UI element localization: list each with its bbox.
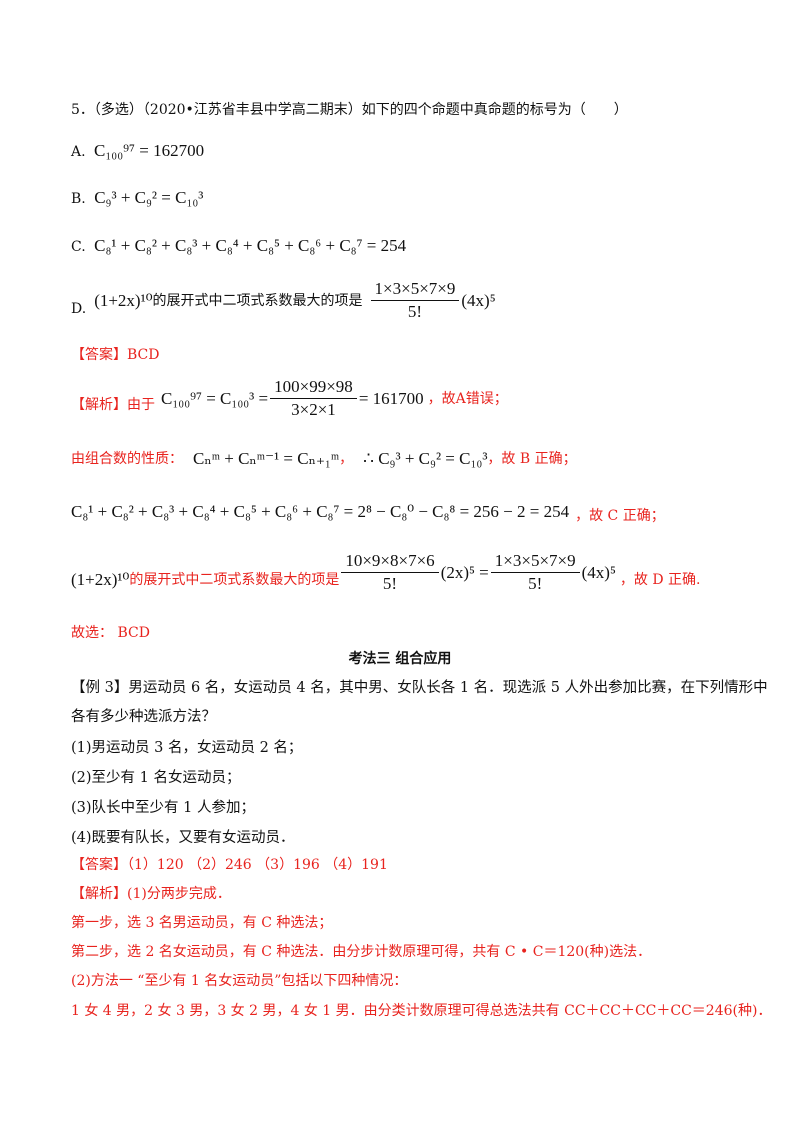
option-c: C. C₈¹ + C₈² + C₈³ + C₈⁴ + C₈⁵ + C₈⁶ + C… <box>71 230 406 256</box>
option-a-label: A. <box>71 144 86 160</box>
option-a-expression: C₁₀₀⁹⁷ = 162700 <box>94 141 205 160</box>
analysis-1-line-4-fraction-1: 10×9×8×7×6 5! <box>341 552 439 593</box>
option-b-label: B. <box>71 191 86 207</box>
option-d-denominator: 5! <box>407 302 423 321</box>
answer-1: 【答案】BCD <box>71 346 159 364</box>
answer-2-label: 【答案】 <box>71 857 127 873</box>
analysis-1-line-4-text: 的展开式中二项式系数最大的项是 <box>129 571 340 588</box>
option-a: A. C₁₀₀⁹⁷ = 162700 <box>71 135 204 161</box>
analysis-2-line-1: 【解析】(1)分两步完成． <box>71 885 231 903</box>
analysis-2-label: 【解析】 <box>71 886 127 902</box>
option-d-tail: (4x)⁵ <box>461 290 496 310</box>
answer-1-label: 【答案】 <box>71 347 127 363</box>
therefore-expr: ∴ C₉³ + C₉² = C₁₀³ <box>363 449 488 468</box>
analysis-1-result: = 161700 <box>358 388 424 408</box>
example-3-line-2: 各有多少种选派方法？ <box>71 709 216 725</box>
analysis-1-line-4-numerator-2: 1×3×5×7×9 <box>490 552 580 573</box>
analysis-2-step-intro: (1)分两步完成． <box>127 886 231 902</box>
option-c-label: C. <box>71 239 86 255</box>
answer-1-value: BCD <box>127 347 160 363</box>
analysis-2-line-4: (2)方法一 “至少有 1 名女运动员”包括以下四种情况： <box>71 973 408 989</box>
analysis-1-line-3-tail: ，故 C 正确； <box>575 508 665 524</box>
analysis-1-line-4-denominator-1: 5! <box>382 574 398 593</box>
option-b: B. C₉³ + C₉² = C₁₀³ <box>71 182 203 208</box>
option-d-prefix: (1+2x)¹⁰ <box>94 290 153 310</box>
option-d-text: 的展开式中二项式系数最大的项是 <box>152 292 363 309</box>
analysis-2-line-5: 1 女 4 男，2 女 3 男，3 女 2 男，4 女 1 男．由分类计数原理可… <box>71 1003 772 1019</box>
analysis-1-line-4-tail-expr: (4x)⁵ <box>581 562 616 582</box>
analysis-1-line-3: C₈¹ + C₈² + C₈³ + C₈⁴ + C₈⁵ + C₈⁶ + C₈⁷ … <box>71 499 665 525</box>
option-d-numerator: 1×3×5×7×9 <box>370 280 460 301</box>
analysis-1-line-2-tail: ，故 B 正确； <box>487 451 577 467</box>
option-b-expression: C₉³ + C₉² = C₁₀³ <box>94 188 204 207</box>
example-3-question-2: (2)至少有 1 名女运动员； <box>71 770 241 786</box>
analysis-1-denominator: 3×2×1 <box>291 400 336 419</box>
example-3-question-4: (4)既要有队长，又要有女运动员． <box>71 830 295 846</box>
analysis-1-line-4-mid: (2x)⁵ = <box>440 562 489 582</box>
analysis-2-line-3: 第二步，选 2 名女运动员，有 C 种选法．由分步计数原理可得，共有 C • C… <box>71 944 652 960</box>
final-choice: 故选： BCD <box>71 625 150 641</box>
analysis-1-line-4: (1+2x)¹⁰ 的展开式中二项式系数最大的项是 10×9×8×7×6 5! (… <box>71 552 700 593</box>
analysis-1-line-4-prefix: (1+2x)¹⁰ <box>71 569 130 589</box>
option-c-expression: C₈¹ + C₈² + C₈³ + C₈⁴ + C₈⁵ + C₈⁶ + C₈⁷ … <box>94 236 407 255</box>
analysis-2-line-2: 第一步，选 3 名男运动员，有 C 种选法； <box>71 915 333 931</box>
analysis-1-line-2: 由组合数的性质： Cₙᵐ + Cₙᵐ⁻¹ = Cₙ₊₁ᵐ ， ∴ C₉³ + C… <box>71 450 577 468</box>
option-d-label: D. <box>71 300 87 317</box>
analysis-1-line-4-denominator-2: 5! <box>528 574 543 593</box>
example-3-question-3: (3)队长中至少有 1 人参加； <box>71 800 255 816</box>
analysis-1-fraction: 100×99×98 3×2×1 <box>270 378 357 419</box>
analysis-1-line-4-fraction-2: 1×3×5×7×9 5! <box>490 552 580 593</box>
answer-2-value: （1）120 （2）246 （3）196 （4）191 <box>127 857 388 873</box>
analysis-1-line-3-expr: C₈¹ + C₈² + C₈³ + C₈⁴ + C₈⁵ + C₈⁶ + C₈⁷ … <box>71 502 570 521</box>
analysis-1-expr: C₁₀₀⁹⁷ = C₁₀₀³ = <box>161 388 269 408</box>
option-d-fraction: 1×3×5×7×9 5! <box>370 280 460 321</box>
analysis-1-line-4-tail: ，故 D 正确. <box>619 571 701 588</box>
analysis-1-line-1: 【解析】由于 C₁₀₀⁹⁷ = C₁₀₀³ = 100×99×98 3×2×1 … <box>71 378 508 419</box>
analysis-1-line-2-text: 由组合数的性质： <box>71 451 183 467</box>
analysis-1-numerator: 100×99×98 <box>270 378 357 399</box>
example-3-line-1: 【例 3】男运动员 6 名，女运动员 4 名，其中男、女队长各 1 名．现选派 … <box>71 680 768 696</box>
analysis-1-line-4-numerator-1: 10×9×8×7×6 <box>341 552 439 573</box>
option-d: D. (1+2x)¹⁰ 的展开式中二项式系数最大的项是 1×3×5×7×9 5!… <box>71 280 496 321</box>
question-5-header: 5．（多选）（2020•江苏省丰县中学高二期末）如下的四个命题中真命题的标号为（… <box>71 102 628 118</box>
analysis-1-label: 【解析】由于 <box>71 396 155 413</box>
analysis-1-line-2-sep: ， <box>339 451 354 467</box>
section-title: 考法三 组合应用 <box>348 651 452 667</box>
example-3-question-1: (1)男运动员 3 名，女运动员 2 名； <box>71 740 303 756</box>
analysis-1-conclusion: ，故A错误； <box>427 390 508 407</box>
answer-2: 【答案】（1）120 （2）246 （3）196 （4）191 <box>71 856 388 874</box>
combination-property-expr: Cₙᵐ + Cₙᵐ⁻¹ = Cₙ₊₁ᵐ <box>193 449 340 468</box>
